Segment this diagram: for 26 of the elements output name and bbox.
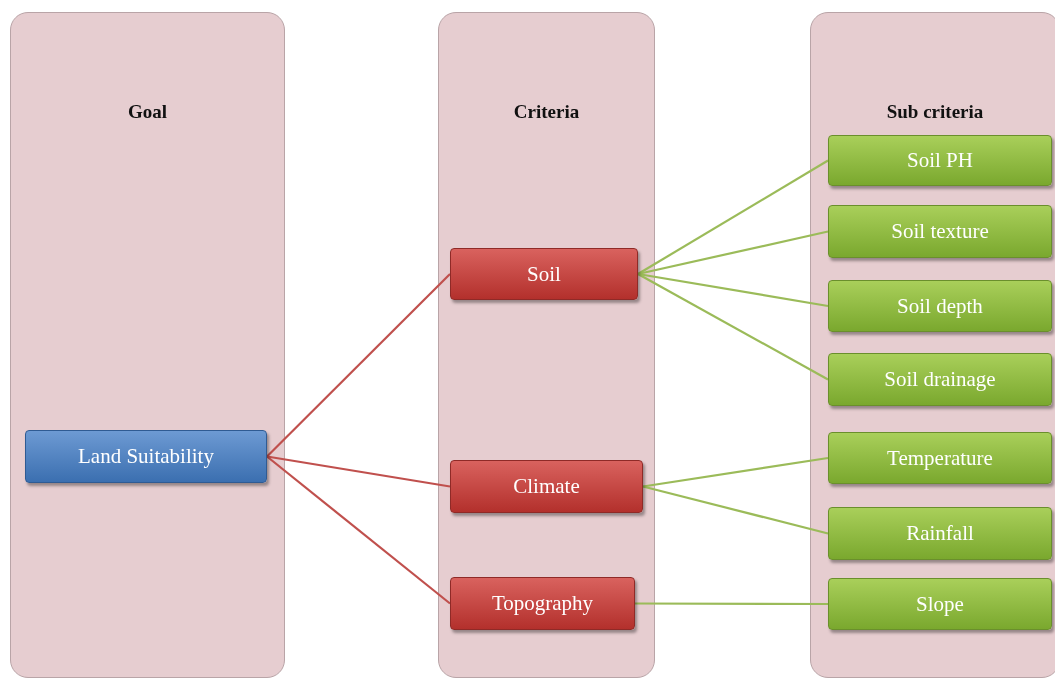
criteria-box: Topography [450,577,635,630]
column-heading: Goal [126,101,169,123]
sub-criteria-box: Temperature [828,432,1052,484]
column-panel [810,12,1055,678]
sub-criteria-box: Rainfall [828,507,1052,560]
sub-criteria-box: Soil drainage [828,353,1052,406]
criteria-box: Soil [450,248,638,300]
connector-line [637,230,829,276]
criteria-box: Climate [450,460,643,513]
connector-line [637,159,829,275]
connector-line [635,602,828,606]
column-heading: Sub criteria [885,101,985,123]
column-panel [10,12,285,678]
connector-line [642,485,829,535]
connector-line [642,456,829,488]
column-panel [438,12,655,678]
sub-criteria-box: Soil PH [828,135,1052,186]
goal-box: Land Suitability [25,430,267,483]
connector-line [266,455,451,488]
connector-line [637,273,829,381]
sub-criteria-box: Soil depth [828,280,1052,332]
sub-criteria-box: Soil texture [828,205,1052,258]
connector-line [637,272,829,308]
connector-line [266,273,451,458]
column-heading: Criteria [512,101,581,123]
sub-criteria-box: Slope [828,578,1052,630]
